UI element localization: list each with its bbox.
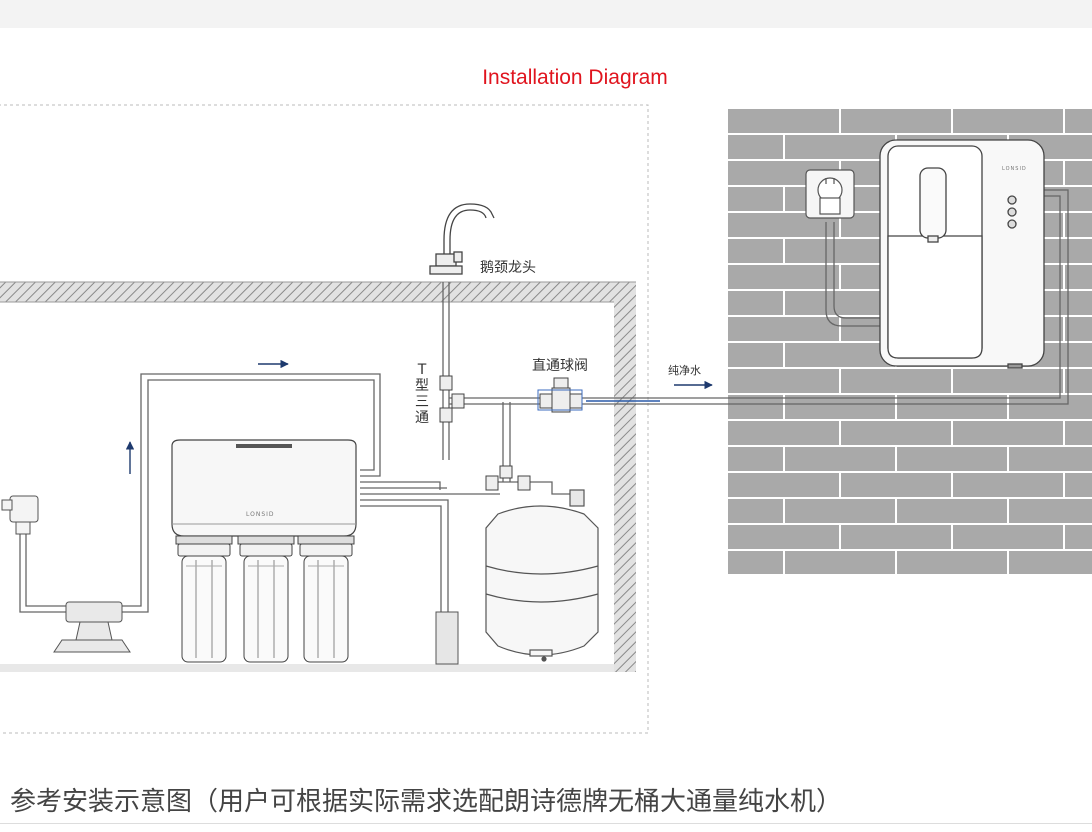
top-bar xyxy=(0,0,1092,28)
filter-cartridge xyxy=(237,535,295,663)
bottom-divider xyxy=(0,823,1092,824)
pipes xyxy=(19,189,1069,613)
water-dispenser xyxy=(879,139,1045,369)
filter-cartridge xyxy=(297,535,355,663)
diagram-title: Installation Diagram xyxy=(482,66,668,89)
angle-valve xyxy=(1,495,39,535)
fittings xyxy=(439,375,583,491)
ball-valve-label: 直通球阀 xyxy=(532,358,588,374)
countertop xyxy=(0,282,636,302)
filter-cartridge xyxy=(175,535,233,663)
power-outlet-icon xyxy=(805,169,855,219)
pure-water-label: 纯净水 xyxy=(668,364,701,377)
tee-connector-label: T型三通 xyxy=(415,362,429,426)
brand-logo-panel: LONSID xyxy=(246,511,275,518)
cabinet-wall xyxy=(614,300,636,672)
brand-logo-dispenser: LONSID xyxy=(1002,166,1027,172)
cabinet-dashed-frame xyxy=(0,104,649,734)
inlet-valve xyxy=(53,601,131,653)
diagram-caption: 参考安装示意图（用户可根据实际需求选配朗诗德牌无桶大通量纯水机） xyxy=(10,787,843,817)
gooseneck-faucet-icon xyxy=(429,203,495,275)
pressure-tank xyxy=(485,489,599,662)
gooseneck-faucet-label: 鹅颈龙头 xyxy=(480,260,536,276)
ro-filter-unit xyxy=(171,439,357,663)
drain-box xyxy=(435,611,459,665)
